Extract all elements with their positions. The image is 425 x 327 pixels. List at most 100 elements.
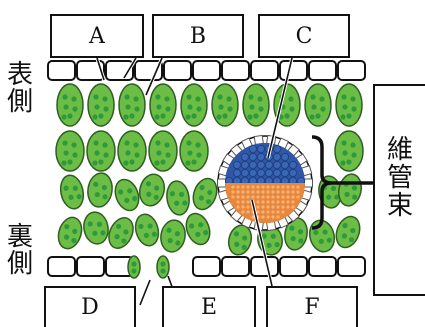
chloroplast — [310, 94, 315, 99]
chloroplast — [131, 261, 136, 266]
chloroplast — [156, 150, 161, 155]
phloem-cell — [291, 200, 294, 203]
xylem-vessel — [233, 161, 240, 168]
chloroplast — [63, 104, 68, 109]
chloroplast — [129, 113, 134, 118]
cell-body — [119, 84, 145, 126]
chloroplast — [216, 114, 221, 119]
mesophyll-cell — [86, 171, 114, 208]
phloem-cell — [281, 200, 284, 203]
phloem-cell — [281, 205, 284, 208]
chloroplast — [288, 96, 293, 101]
phloem-cell — [276, 190, 279, 193]
epidermis-cell — [309, 257, 336, 276]
cell-body — [86, 171, 114, 208]
phloem-cell — [291, 185, 294, 188]
chloroplast — [71, 142, 76, 147]
mesophyll-cell — [57, 84, 83, 126]
phloem-cell — [241, 185, 244, 188]
cell-body — [88, 84, 114, 126]
phloem-cell — [271, 195, 274, 198]
chloroplast — [62, 140, 67, 145]
phloem-cell — [286, 185, 289, 188]
palisade-tissue — [56, 84, 363, 171]
mesophyll-cell — [111, 176, 143, 214]
xylem-vessel — [257, 169, 264, 176]
phloem-cell — [251, 185, 254, 188]
chloroplast — [129, 159, 134, 164]
chloroplast — [248, 94, 253, 99]
epidermis-cell — [48, 257, 75, 276]
xylem-vessel — [265, 169, 272, 176]
chloroplast — [350, 96, 355, 101]
xylem-vessel — [273, 161, 280, 168]
cell-body — [118, 131, 146, 171]
chloroplast — [160, 261, 165, 266]
mesophyll-cell — [150, 84, 176, 126]
chloroplast — [311, 104, 316, 109]
phloem-cell — [241, 205, 244, 208]
chloroplast — [154, 114, 159, 119]
lower-side-char-2: 側 — [5, 251, 35, 278]
chloroplast — [92, 160, 97, 165]
epidermis-cell — [222, 61, 249, 80]
cell-body — [157, 256, 169, 278]
xylem-vessel — [257, 161, 264, 168]
bundle-sheath-cell — [218, 179, 226, 187]
chloroplast — [164, 142, 169, 147]
chloroplast — [195, 142, 200, 147]
chloroplast — [103, 152, 108, 157]
chloroplast — [195, 96, 200, 101]
phloem-cell — [266, 190, 269, 193]
chloroplast — [103, 106, 108, 111]
vascular-char-2: 管 — [387, 164, 413, 192]
phloem-cell — [281, 195, 284, 198]
cell-body — [57, 84, 83, 126]
phloem-cell — [271, 205, 274, 208]
phloem-cell — [256, 200, 259, 203]
upper-side-char-1: 表 — [5, 62, 35, 89]
chloroplast — [133, 96, 138, 101]
cell-body — [305, 84, 331, 126]
chloroplast — [63, 150, 68, 155]
xylem-vessel — [257, 145, 264, 152]
chloroplast — [165, 152, 170, 157]
chloroplast — [341, 94, 346, 99]
phloem-cell — [256, 210, 259, 213]
mesophyll-cell — [165, 180, 192, 217]
cell-body — [180, 131, 208, 171]
mesophyll-cell — [56, 131, 84, 171]
label-a: A — [50, 14, 144, 58]
chloroplast — [226, 96, 231, 101]
chloroplast — [249, 104, 254, 109]
mesophyll-cell — [180, 131, 208, 171]
epidermis-cell — [280, 61, 307, 80]
chloroplast — [67, 159, 72, 164]
chloroplast — [289, 106, 294, 111]
phloem-cell — [286, 195, 289, 198]
mesophyll-cell — [335, 131, 363, 171]
epidermis-cell — [222, 257, 249, 276]
chloroplast — [191, 159, 196, 164]
chloroplast — [134, 152, 139, 157]
cell-body — [336, 172, 364, 208]
cell-body — [336, 84, 362, 126]
mesophyll-cell — [212, 84, 238, 126]
chloroplast — [346, 159, 351, 164]
xylem-vessel — [265, 161, 272, 168]
label-b: B — [152, 14, 244, 58]
phloem-cell — [286, 205, 289, 208]
chloroplast — [187, 104, 192, 109]
label-c: C — [258, 14, 350, 58]
chloroplast — [125, 150, 130, 155]
spongy-tissue — [55, 171, 364, 257]
phloem-cell — [241, 200, 244, 203]
mesophyll-cell — [55, 214, 86, 251]
phloem-cell — [236, 190, 239, 193]
mesophyll-cell — [305, 84, 331, 126]
chloroplast — [253, 113, 258, 118]
xylem-vessel — [249, 169, 256, 176]
phloem-cell — [276, 200, 279, 203]
chloroplast — [98, 159, 103, 164]
phloem-cell — [261, 205, 264, 208]
